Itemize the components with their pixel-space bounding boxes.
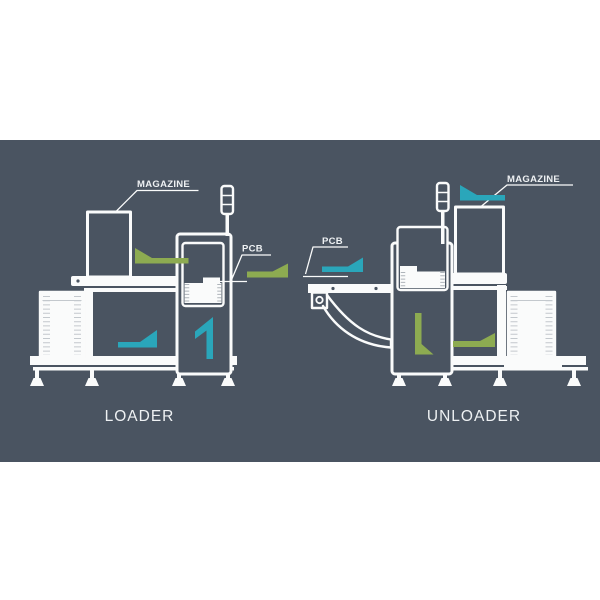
bracket-bolt-icon bbox=[315, 295, 324, 305]
arrow-left-icon bbox=[135, 248, 189, 264]
base-bar bbox=[30, 356, 237, 365]
machine-foot bbox=[567, 369, 581, 386]
unloader-table-top bbox=[450, 273, 507, 284]
signal-tower-icon bbox=[220, 184, 235, 236]
loader-title: LOADER bbox=[105, 408, 175, 425]
unloader-magazine-box bbox=[454, 205, 505, 276]
base-rail bbox=[33, 367, 234, 371]
arrow-right-icon bbox=[453, 333, 495, 347]
conveyor-bar bbox=[308, 284, 394, 293]
unloader-pcb-label: PCB bbox=[322, 236, 343, 247]
loader-rack bbox=[38, 290, 86, 360]
machine-foot bbox=[85, 369, 99, 386]
machine-foot bbox=[30, 369, 44, 386]
unloader-post bbox=[497, 285, 506, 359]
unloader-rack bbox=[506, 290, 557, 360]
loader-magazine-box bbox=[86, 210, 132, 279]
bolt bbox=[331, 286, 335, 291]
unloader-title: UNLOADER bbox=[427, 408, 521, 425]
arrow-right-icon bbox=[247, 263, 288, 278]
loader-magazine-leader-line bbox=[114, 189, 199, 213]
bracket-pad bbox=[310, 291, 329, 310]
unloader-pcb-stack bbox=[400, 266, 445, 288]
bolt bbox=[374, 286, 378, 291]
bolt bbox=[76, 279, 80, 283]
base-bar bbox=[394, 356, 586, 365]
loader-pcb-stack bbox=[184, 277, 222, 303]
arrow-right-icon bbox=[118, 330, 157, 348]
unloader-table-rail bbox=[452, 286, 507, 290]
loader-table-rail bbox=[84, 288, 180, 292]
unloader-machine: MAGAZINE PCB UNLOADER bbox=[303, 174, 588, 425]
loader-post bbox=[84, 289, 93, 359]
unloader-pcb-leader-line bbox=[304, 246, 348, 275]
arrow-down-icon bbox=[415, 313, 434, 355]
machine-foot bbox=[493, 370, 507, 386]
arrow-up-icon bbox=[195, 317, 213, 359]
unloader-magazine-label: MAGAZINE bbox=[507, 174, 560, 185]
loader-machine: MAGAZINE PCB LOADER bbox=[30, 179, 288, 425]
arrow-left-icon bbox=[460, 185, 505, 201]
arrow-right-icon bbox=[322, 257, 363, 272]
loader-magazine-label: MAGAZINE bbox=[137, 179, 190, 190]
loader-pcb-leader-line bbox=[230, 254, 271, 282]
loader-pcb-label: PCB bbox=[242, 244, 263, 255]
signal-tower-icon bbox=[435, 181, 450, 244]
base-rail bbox=[397, 367, 588, 371]
rack-platform bbox=[504, 356, 562, 370]
